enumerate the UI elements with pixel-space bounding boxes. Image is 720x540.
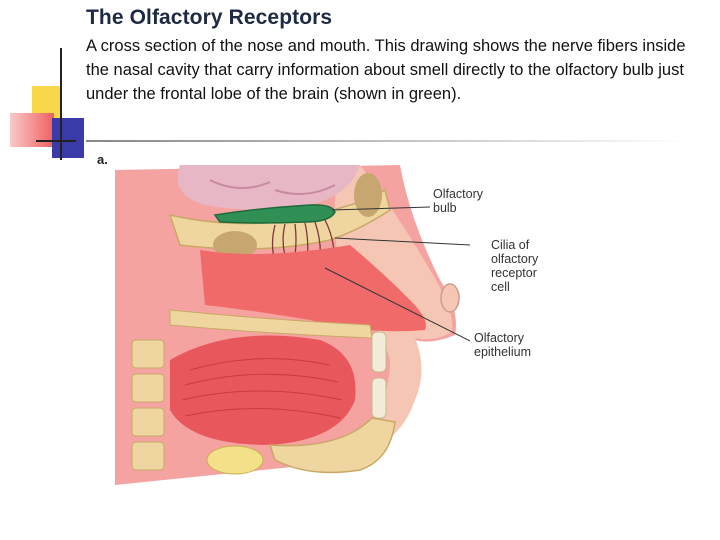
- nasal-cavity: [200, 245, 426, 332]
- leader-bulb: [331, 206, 431, 211]
- brain-fold-2: [274, 184, 336, 195]
- label-olfactory-epithelium: Olfactory epithelium: [474, 331, 531, 359]
- brain: [177, 165, 360, 210]
- nose-mouth-cross-section-illustration: [115, 165, 470, 485]
- tongue: [170, 335, 356, 445]
- nostril: [440, 283, 460, 313]
- sphenoid-sinus: [213, 231, 257, 259]
- leader-epithelium: [324, 267, 470, 342]
- decor-horizontal-line: [36, 140, 76, 142]
- olfactory-bulb: [213, 204, 336, 224]
- lower-tooth: [371, 377, 387, 419]
- decor-vertical-line: [60, 48, 62, 160]
- label-cilia-olfactory-receptor: Cilia of olfactory receptor cell: [491, 238, 539, 294]
- panel-label: a.: [97, 152, 108, 167]
- salivary-gland: [206, 445, 264, 475]
- frontal-sinus: [354, 173, 382, 217]
- tongue-muscle-lines: [181, 358, 343, 419]
- decor-blue-square: [52, 118, 84, 158]
- slide-description: A cross section of the nose and mouth. T…: [86, 37, 686, 103]
- upper-tooth: [371, 331, 387, 373]
- cervical-spine: [131, 339, 165, 471]
- brain-fold-1: [209, 179, 271, 190]
- title-divider: [86, 140, 686, 142]
- leader-cilia: [334, 237, 470, 246]
- label-olfactory-bulb: Olfactory bulb: [433, 187, 484, 215]
- decor-yellow-square: [32, 86, 62, 118]
- slide-title: The Olfactory Receptors: [86, 6, 333, 29]
- jaw-bone: [268, 417, 396, 474]
